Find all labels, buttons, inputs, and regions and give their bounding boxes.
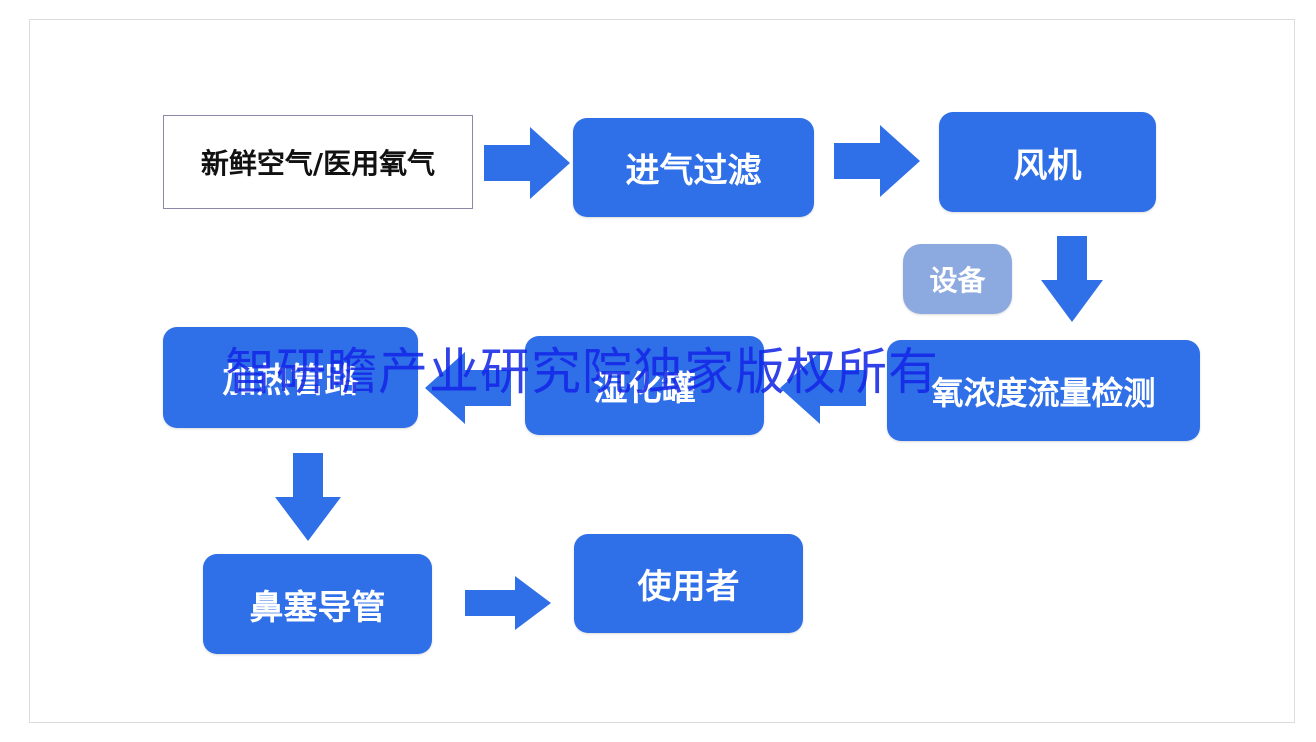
arrow-down-2 <box>275 453 341 541</box>
node-label: 使用者 <box>637 567 740 607</box>
node-label: 鼻塞导管 <box>249 587 386 628</box>
node-label: 加热管路 <box>222 361 359 401</box>
node-user: 使用者 <box>574 534 803 633</box>
arrow-left-2 <box>425 352 511 424</box>
node-label: 新鲜空气/医用氧气 <box>200 147 436 180</box>
node-label: 氧浓度流量检测 <box>931 373 1156 412</box>
node-heating-pipe: 加热管路 <box>163 327 418 428</box>
arrow-down-1 <box>1041 236 1103 322</box>
arrow-left-1 <box>780 352 866 424</box>
device-tag: 设备 <box>903 244 1012 314</box>
node-humidifier: 湿化罐 <box>525 336 764 435</box>
node-label: 风机 <box>1013 145 1082 186</box>
node-fresh-air-medical-oxygen: 新鲜空气/医用氧气 <box>163 115 473 209</box>
arrow-right-3 <box>465 576 551 630</box>
node-label: 进气过滤 <box>625 151 762 191</box>
node-oxygen-flow-detection: 氧浓度流量检测 <box>887 340 1200 441</box>
node-intake-filter: 进气过滤 <box>573 118 814 217</box>
arrow-right-1 <box>484 127 570 199</box>
arrow-right-2 <box>834 125 920 197</box>
node-label: 湿化罐 <box>593 369 696 409</box>
node-fan: 风机 <box>939 112 1156 212</box>
node-nasal-cannula: 鼻塞导管 <box>203 554 432 654</box>
device-tag-label: 设备 <box>929 264 986 297</box>
